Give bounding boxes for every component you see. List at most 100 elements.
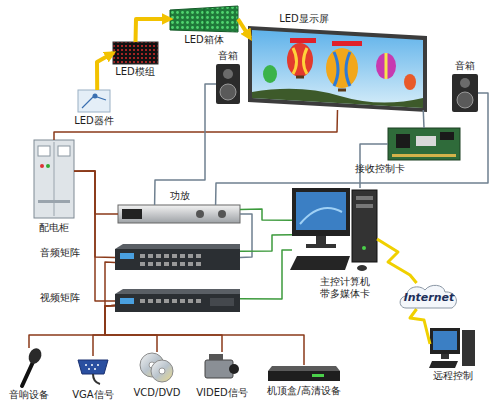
- video-matrix-art: [140, 299, 145, 303]
- audio-matrix-art: [156, 262, 161, 266]
- remote-pc-art: [441, 354, 449, 359]
- receiver-card-art: [388, 128, 460, 160]
- receiver-card-art: [416, 136, 436, 146]
- device-label: 音箱: [445, 60, 485, 72]
- host-computer-art: [356, 204, 373, 208]
- signal-wire: [105, 305, 304, 365]
- power-cabinet-art: [34, 140, 74, 218]
- audio-matrix-art: [188, 254, 193, 258]
- video-matrix-art: [120, 298, 134, 304]
- flow-arrow: [136, 19, 171, 42]
- audio-matrix-art: [156, 254, 161, 258]
- audio-source: 音响设备: [18, 348, 40, 386]
- settop-box-art: [268, 371, 340, 381]
- audio-matrix-art: [188, 262, 193, 266]
- led-device-art: [93, 94, 98, 99]
- led-cabinet-art: [204, 8, 205, 31]
- led-screen: LED显示屏: [250, 28, 425, 110]
- led-device: LED器件: [78, 90, 110, 112]
- power-cabinet-art: [38, 146, 50, 156]
- signal-wire: [240, 209, 292, 220]
- led-screen-art: [248, 26, 427, 112]
- device-label: 视频矩阵: [35, 292, 85, 304]
- amplifier-art: [196, 210, 204, 218]
- device-label: VIDED信号: [192, 387, 252, 399]
- settop-box: 机顶盒/高清设备: [268, 365, 340, 381]
- camcorder-art: [205, 354, 239, 378]
- audio-matrix-art: [164, 254, 169, 258]
- video-matrix-art: [172, 299, 177, 303]
- video-matrix-art: [115, 289, 240, 312]
- device-label: 音箱: [208, 50, 248, 62]
- speaker-art: [216, 64, 478, 112]
- host-computer-art: [290, 188, 377, 271]
- host-computer-art: [357, 265, 367, 271]
- video-matrix-art: [115, 294, 240, 312]
- remote-pc-art: [429, 361, 458, 368]
- power-cabinet: 配电柜: [34, 140, 74, 218]
- led-screen-art: [293, 48, 307, 74]
- amplifier-art: [118, 205, 240, 223]
- video-matrix-art: [196, 299, 201, 303]
- audio-matrix-art: [180, 262, 185, 266]
- led-screen-art: [287, 43, 313, 77]
- cloud-label: Internet: [398, 292, 460, 304]
- vga-connector-art: [78, 360, 108, 374]
- dvd-source: VCD/DVD: [140, 352, 174, 382]
- host-computer-art: [316, 236, 326, 244]
- amplifier-art: [122, 209, 142, 219]
- host-computer-art: [362, 246, 366, 250]
- speaker-art: [452, 74, 478, 112]
- speaker-wire: [216, 93, 488, 205]
- speaker-art: [457, 92, 473, 108]
- power-cabinet-art: [40, 164, 44, 168]
- audio-matrix-art: [148, 254, 153, 258]
- device-label: VGA信号: [66, 389, 120, 401]
- host-computer-art: [292, 188, 350, 236]
- led-screen-art: [338, 89, 346, 92]
- vga-connector-art: [88, 368, 90, 370]
- led-device-art: [78, 90, 110, 112]
- video-matrix: 视频矩阵: [115, 290, 240, 312]
- host-computer-art: [352, 190, 377, 262]
- host-computer-art: [306, 244, 336, 248]
- device-label: 音响设备: [4, 389, 54, 401]
- audio-matrix-art: [140, 254, 145, 258]
- power-wire: [74, 171, 115, 301]
- vga-connector-art: [91, 364, 93, 366]
- device-label: LED箱体: [179, 34, 229, 46]
- video-matrix-art: [210, 298, 234, 306]
- led-cabinet-art: [170, 6, 238, 32]
- audio-matrix-art: [120, 253, 134, 259]
- receiver-card-art: [440, 132, 454, 140]
- power-wire: [54, 110, 338, 140]
- led-screen-art: [290, 38, 316, 43]
- microphone-art: [22, 362, 33, 386]
- led-module: LED模组: [113, 42, 158, 64]
- microphone-art: [26, 346, 44, 366]
- led-cabinet-art: [170, 6, 238, 32]
- audio-matrix-art: [164, 262, 169, 266]
- vga-connector-art: [94, 368, 96, 370]
- signal-wire: [423, 110, 425, 128]
- device-label: 主控计算机 带多媒体卡: [314, 276, 376, 300]
- led-module-art: [113, 42, 158, 64]
- audio-matrix-art: [172, 254, 177, 258]
- video-matrix-art: [180, 299, 185, 303]
- host-computer-art: [296, 192, 346, 230]
- host-computer: 主控计算机 带多媒体卡: [292, 188, 377, 273]
- led-screen-art: [334, 52, 350, 86]
- settop-box-art: [268, 366, 340, 381]
- audio-matrix-art: [148, 262, 153, 266]
- video-matrix-art: [156, 299, 161, 303]
- device-label: LED器件: [69, 115, 119, 127]
- host-computer-art: [356, 196, 373, 200]
- remote-pc-art: [430, 328, 460, 354]
- camcorder-art: [205, 360, 233, 378]
- led-screen-art: [252, 30, 423, 108]
- amplifier-art: [118, 205, 240, 223]
- video-matrix-art: [164, 299, 169, 303]
